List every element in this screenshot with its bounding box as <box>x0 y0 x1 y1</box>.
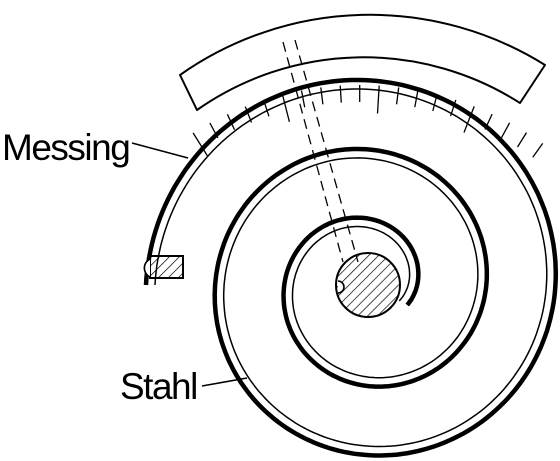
outer-end-anchor <box>143 255 184 279</box>
spiral-inner-edge <box>154 88 548 448</box>
scale-tick <box>281 94 291 122</box>
scale-tick <box>516 132 528 148</box>
scale-band <box>179 13 546 111</box>
scale-tick <box>500 122 511 139</box>
scale-dial <box>179 13 546 158</box>
scale-tick <box>395 87 400 105</box>
center-shaft <box>335 252 401 318</box>
scale-tick <box>463 106 475 133</box>
scale-tick <box>192 132 209 157</box>
scale-ticks <box>192 85 544 158</box>
inner-end-clamp <box>337 280 345 294</box>
anchor-block <box>149 255 184 279</box>
anchor-rivet <box>143 258 151 278</box>
pointer-edge-left <box>282 41 344 263</box>
scale-tick <box>300 90 306 108</box>
spiral-brass-layer <box>143 77 559 458</box>
scale-tick <box>339 85 342 103</box>
steel-leader-line <box>201 377 248 387</box>
bimetal-spiral <box>143 77 559 458</box>
brass-leader-line <box>131 142 189 159</box>
steel-label: Stahl <box>120 366 197 407</box>
scale-tick <box>320 87 324 105</box>
brass-label: Messing <box>2 127 129 168</box>
scale-tick <box>532 143 544 158</box>
